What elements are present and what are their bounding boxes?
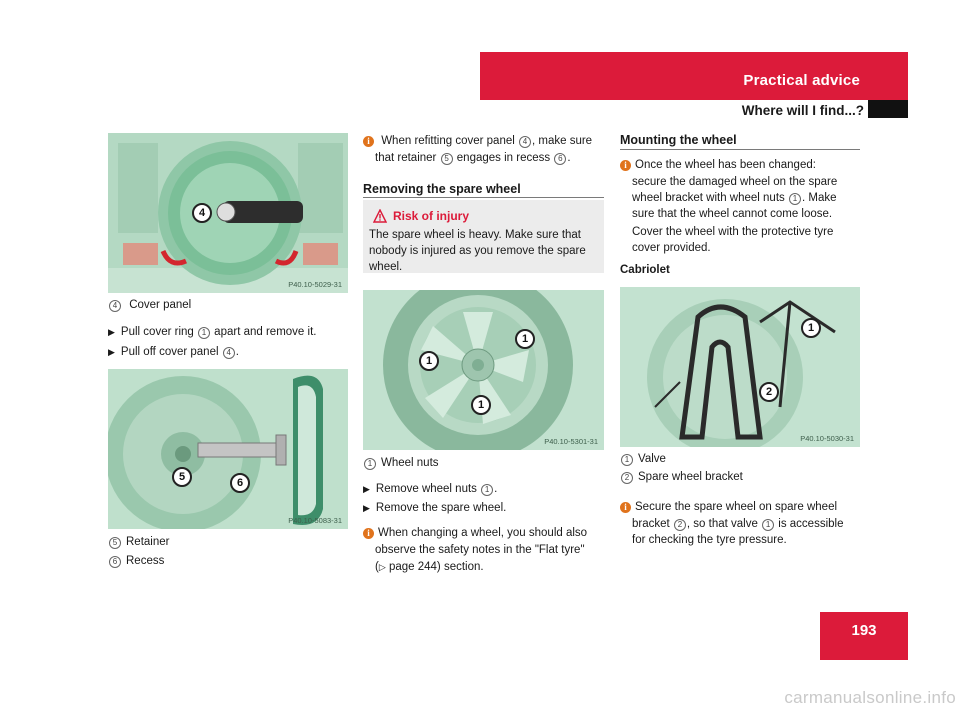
section-heading: Removing the spare wheel — [363, 182, 521, 196]
info-icon: i — [363, 136, 374, 147]
page-number-box: 193 — [820, 612, 908, 660]
info-icon: i — [620, 502, 631, 513]
image-ref: P40.10-5029-31 — [288, 280, 342, 289]
legend-item: 4 Cover panel — [108, 297, 191, 313]
warning-icon — [373, 209, 387, 223]
section-title: Practical advice — [743, 72, 860, 89]
info-icon: i — [620, 160, 631, 171]
header-marker — [868, 100, 908, 118]
retainer-recess-image: 5 6 P40.10-5083-31 — [108, 369, 348, 529]
watermark: carmanualsonline.info — [784, 688, 956, 707]
warning-title: Risk of injury — [393, 209, 470, 223]
step-item: ▶Pull off cover panel 4. — [108, 346, 239, 359]
cover-panel-image: 4 P40.10-5029-31 — [108, 133, 348, 293]
step-item: ▶Pull cover ring 1 apart and remove it. — [108, 326, 317, 339]
header-bar: Practical advice — [480, 52, 908, 100]
callout-1: 1 — [471, 395, 491, 415]
callout-1: 1 — [515, 329, 535, 349]
heading-rule — [620, 149, 860, 150]
callout-6: 6 — [230, 473, 250, 493]
page-ref-arrow: ▷ — [378, 562, 386, 572]
page-number: 193 — [851, 622, 877, 639]
callout-1: 1 — [801, 318, 821, 338]
callout-5: 5 — [172, 467, 192, 487]
section-heading: Mounting the wheel — [620, 133, 737, 147]
warning-box: Risk of injury The spare wheel is heavy.… — [363, 200, 604, 273]
image-ref: P40.10-5083-31 — [288, 516, 342, 525]
callout-2: 2 — [759, 382, 779, 402]
heading-rule — [363, 197, 604, 198]
subheading: Cabriolet — [620, 264, 670, 276]
cabriolet-image: 1 2 P40.10-5030-31 — [620, 287, 860, 447]
info-icon: i — [363, 528, 374, 539]
callout-1: 1 — [419, 351, 439, 371]
warning-text: The spare wheel is heavy. Make sure that… — [369, 229, 586, 273]
wheel-nuts-image: 1 1 1 P40.10-5301-31 — [363, 290, 604, 450]
step-item: ▶Remove wheel nuts 1. — [363, 483, 498, 496]
image-ref: P40.10-5301-31 — [544, 437, 598, 446]
step-item: ▶Remove the spare wheel. — [363, 502, 507, 514]
subsection-title: Where will I find...? — [741, 103, 864, 118]
callout-4: 4 — [192, 203, 212, 223]
image-ref: P40.10-5030-31 — [800, 434, 854, 443]
